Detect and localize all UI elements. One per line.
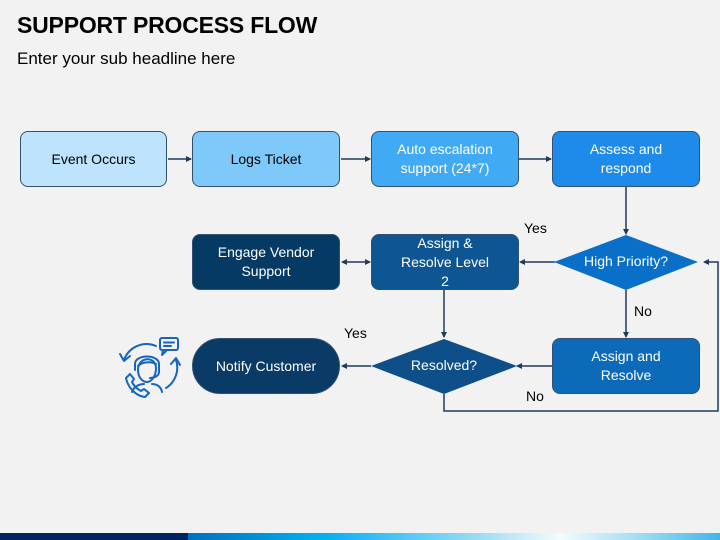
footer-bar [0,533,720,540]
footer-dark-segment [0,533,188,540]
logs-ticket-label: Logs Ticket [230,150,302,167]
assign-resolve-label: Assign and Resolve [591,348,661,383]
page-subtitle: Enter your sub headline here [17,49,236,68]
notify-customer-label: Notify Customer [215,357,317,374]
assign-resolve-l2-label: Assign & Resolve Level 2 [401,234,489,289]
assess-respond-node[interactable]: Assess and respond [552,131,700,187]
high-priority-diamond[interactable] [554,235,698,290]
engage-vendor-label: Engage Vendor Support [217,244,315,279]
resolved-label: Resolved? [410,357,478,373]
resolved-diamond[interactable] [371,339,517,394]
high-priority-yes-label: Yes [524,220,547,236]
engage-vendor-node[interactable]: Engage Vendor Support [192,234,340,290]
high-priority-no-label: No [634,303,652,319]
auto-escalation-label: Auto escalation support (24*7) [397,141,493,176]
footer-gradient-segment [188,533,720,540]
logs-ticket-node[interactable]: Logs Ticket [192,131,340,187]
resolved-yes-label: Yes [344,325,367,341]
page-title: SUPPORT PROCESS FLOW [17,12,318,38]
assign-resolve-node[interactable]: Assign and Resolve [552,338,700,394]
assess-respond-label: Assess and respond [589,141,663,176]
high-priority-label: High Priority? [583,253,669,269]
customer-support-agent-icon [119,337,181,398]
notify-customer-node[interactable]: Notify Customer [192,338,340,394]
resolved-no-label: No [526,388,544,404]
event-occurs-node[interactable]: Event Occurs [20,131,167,187]
edge-resolved-loop-back [443,259,719,412]
event-occurs-label: Event Occurs [51,150,136,167]
auto-escalation-node[interactable]: Auto escalation support (24*7) [371,131,519,187]
assign-resolve-l2-node[interactable]: Assign & Resolve Level 2 [371,234,519,290]
